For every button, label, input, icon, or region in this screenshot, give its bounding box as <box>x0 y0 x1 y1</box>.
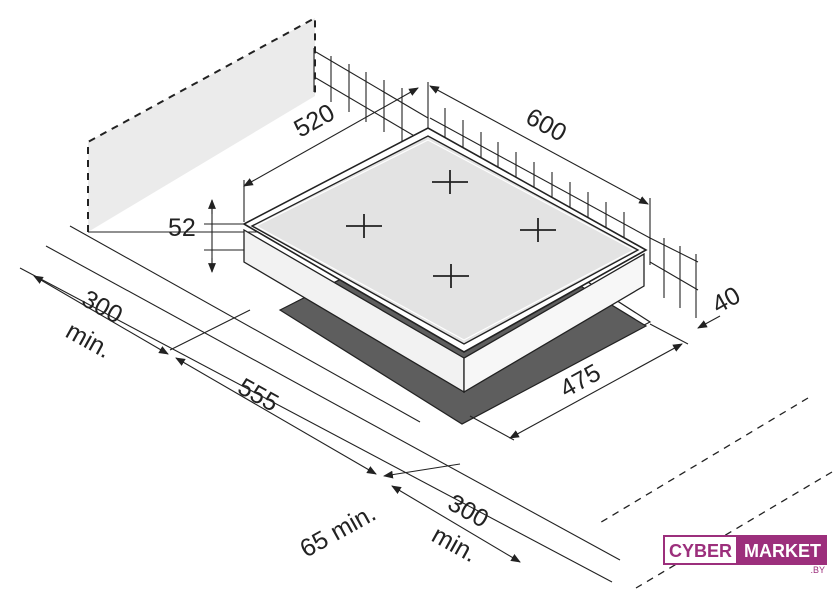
watermark-part3: .BY <box>810 565 826 575</box>
dimension-cutout-length-label: 555 <box>233 373 283 418</box>
dimension-clearance-front-label: 65 min. <box>295 499 380 563</box>
dimension-cutout-depth-label: 40 <box>707 281 745 319</box>
dimension-height: 52 <box>168 199 244 273</box>
dimension-cutout-depth: 40 <box>697 281 745 329</box>
hob-body <box>243 228 645 394</box>
dimension-clearance-left: 300 min. <box>33 275 169 364</box>
burner-left <box>346 214 382 238</box>
watermark-part1: CYBER <box>663 535 739 565</box>
dimension-width-label: 600 <box>521 103 571 148</box>
burner-right <box>520 218 556 242</box>
back-wall <box>87 16 316 232</box>
right-wall-dashes <box>597 397 833 589</box>
cybermarket-watermark: CYBER MARKET .BY <box>663 535 828 575</box>
dimension-height-label: 52 <box>168 214 196 242</box>
dimension-cutout-length: 555 <box>175 357 377 475</box>
burner-front <box>433 264 469 288</box>
dimension-clearance-right: 300 min. <box>391 485 521 568</box>
watermark-part2: MARKET <box>738 535 828 565</box>
